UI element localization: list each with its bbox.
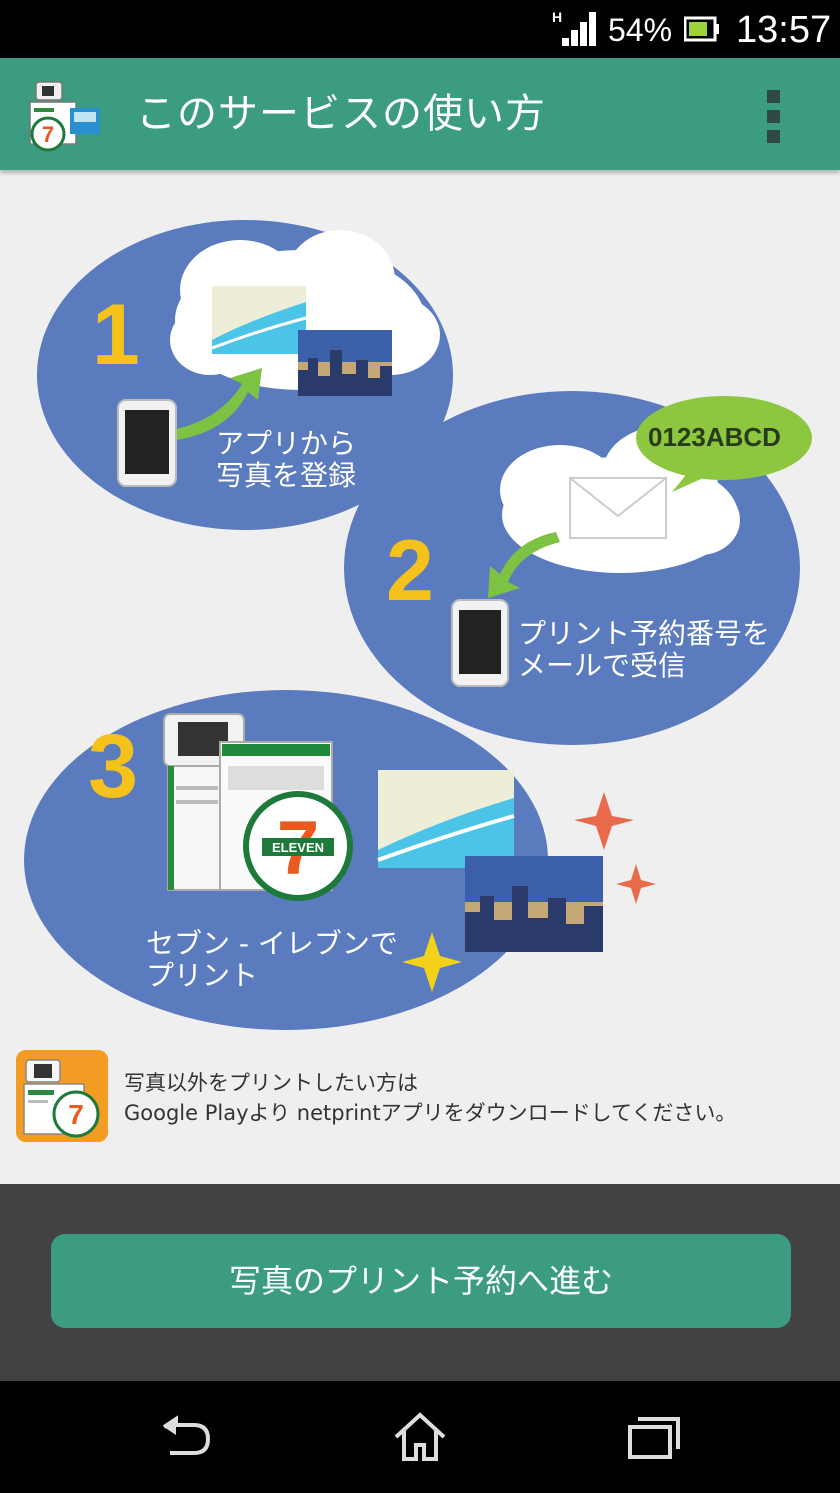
clock: 13:57 bbox=[736, 9, 832, 51]
proceed-to-photo-print-button[interactable]: 写真のプリント予約へ進む bbox=[51, 1234, 791, 1328]
app-bar: 7 このサービスの使い方 bbox=[0, 58, 840, 170]
photo-city-icon bbox=[298, 330, 392, 396]
netprint-app-icon[interactable]: 7 bbox=[16, 1050, 108, 1142]
step-number-3: 3 bbox=[88, 717, 139, 817]
sparkle-icon bbox=[574, 792, 634, 850]
download-arrow-icon bbox=[488, 532, 560, 598]
signal-icon: H bbox=[552, 9, 596, 46]
mail-icon bbox=[569, 477, 667, 539]
navigation-bar bbox=[0, 1381, 840, 1493]
step-3-text: セブン - イレブンで プリント bbox=[146, 927, 398, 992]
step-1-text: アプリから 写真を登録 bbox=[216, 427, 357, 492]
svg-text:7: 7 bbox=[42, 122, 54, 147]
reservation-code: 0123ABCD bbox=[648, 422, 781, 452]
smartphone-icon bbox=[117, 399, 177, 487]
page-title: このサービスの使い方 bbox=[136, 91, 546, 137]
content-area: 7 ELEVEN 1 2 3 アプリから 写真を登録 プリント予約番号を メール… bbox=[0, 170, 840, 1184]
seven-eleven-logo: 7 ELEVEN bbox=[243, 791, 353, 901]
photo-city-icon bbox=[465, 856, 603, 952]
svg-text:ELEVEN: ELEVEN bbox=[272, 840, 324, 855]
back-icon[interactable] bbox=[156, 1407, 216, 1467]
smartphone-icon bbox=[451, 599, 509, 687]
svg-text:H: H bbox=[552, 9, 562, 25]
note-line-1: 写真以外をプリントしたい方は bbox=[124, 1071, 418, 1095]
sparkle-icon bbox=[616, 864, 656, 904]
svg-text:7: 7 bbox=[68, 1099, 84, 1130]
battery-percent: 54% bbox=[608, 12, 673, 48]
status-bar: H 54% 13:57 bbox=[0, 0, 840, 58]
step-number-2: 2 bbox=[386, 523, 434, 619]
photo-beach-icon bbox=[377, 770, 515, 868]
sparkle-icon bbox=[402, 932, 462, 992]
footer: 写真のプリント予約へ進む bbox=[0, 1184, 840, 1381]
step-number-1: 1 bbox=[92, 287, 140, 383]
upload-arrow-icon bbox=[172, 368, 262, 440]
code-speech-bubble bbox=[636, 396, 812, 492]
photo-beach-icon bbox=[211, 286, 307, 354]
recent-apps-icon[interactable] bbox=[624, 1407, 684, 1467]
overflow-menu-icon[interactable] bbox=[760, 88, 788, 144]
step-2-text: プリント予約番号を メールで受信 bbox=[518, 617, 771, 682]
app-logo-icon[interactable]: 7 bbox=[26, 78, 102, 154]
note-line-2: Google Playより netprintアプリをダウンロードしてください。 bbox=[124, 1101, 737, 1125]
battery-icon bbox=[684, 16, 719, 42]
how-to-illustration: 7 ELEVEN bbox=[24, 220, 812, 1030]
netprint-note: 7 写真以外をプリントしたい方は Google Playより netprintア… bbox=[16, 1050, 836, 1142]
home-icon[interactable] bbox=[390, 1407, 450, 1467]
